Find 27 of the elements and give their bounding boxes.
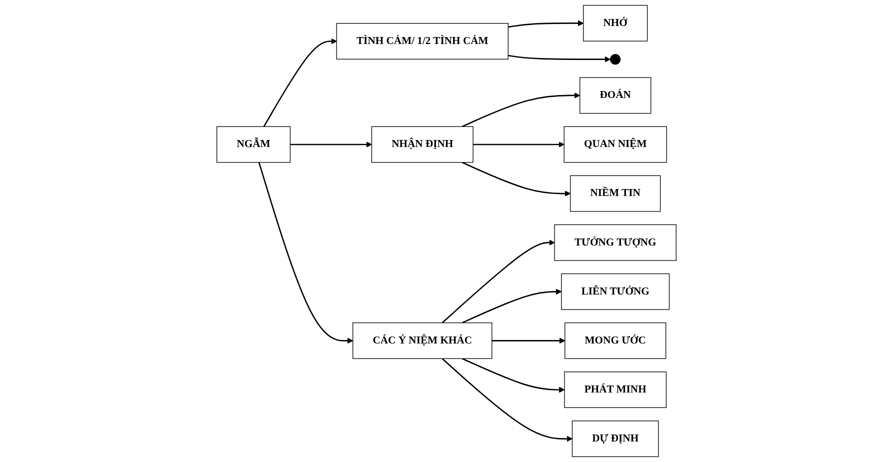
node-box: MONG ƯỚC bbox=[564, 322, 666, 359]
arrow bbox=[473, 142, 564, 148]
node-box: NHẬN ĐỊNH bbox=[371, 126, 474, 163]
arrow bbox=[263, 38, 337, 127]
arrow bbox=[492, 338, 566, 344]
node-box: NGẪM bbox=[216, 126, 291, 163]
node-box: NHỚ bbox=[583, 4, 648, 42]
arrow bbox=[462, 358, 565, 393]
arrow bbox=[462, 92, 580, 128]
arrow bbox=[462, 288, 562, 324]
node-box: QUAN NIỆM bbox=[564, 126, 667, 163]
node-box: NIỀM TIN bbox=[570, 175, 661, 212]
arrow bbox=[508, 20, 584, 28]
node-box: CÁC Ý NIỆM KHÁC bbox=[352, 322, 492, 359]
arrow bbox=[442, 240, 555, 324]
arrow bbox=[258, 162, 354, 344]
node-box: PHÁT MINH bbox=[564, 372, 667, 408]
node-box: DỰ ĐỊNH bbox=[572, 420, 659, 458]
arrow bbox=[290, 142, 372, 148]
node-box: TƯỞNG TƯỢNG bbox=[554, 224, 676, 261]
node-circle bbox=[610, 54, 621, 65]
node-box: TÌNH CẢM/ 1/2 TÌNH CẢM bbox=[336, 23, 508, 60]
node-box: ĐOÁN bbox=[580, 77, 652, 114]
arrow bbox=[442, 358, 572, 442]
arrow bbox=[508, 54, 611, 62]
arrow bbox=[462, 162, 571, 196]
node-box: LIÊN TƯỞNG bbox=[561, 273, 670, 310]
